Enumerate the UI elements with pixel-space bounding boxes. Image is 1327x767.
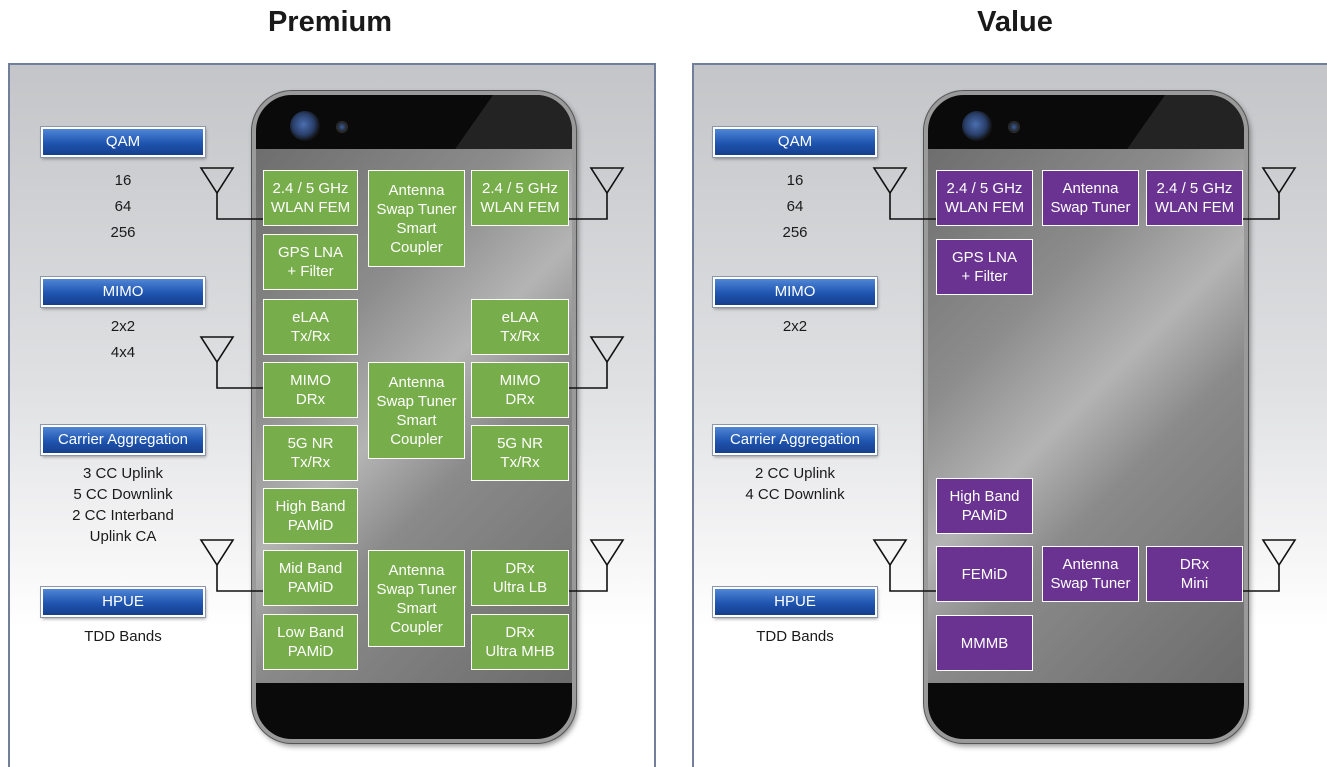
- value-gps-lna: GPS LNA + Filter: [936, 239, 1033, 295]
- value-title: Value: [977, 6, 1053, 38]
- premium-wlan-fem-right: 2.4 / 5 GHz WLAN FEM: [471, 170, 569, 226]
- premium-gps-lna: GPS LNA + Filter: [263, 234, 358, 290]
- value-hpue-values: TDD Bands: [756, 628, 834, 645]
- premium-wlan-fem-left: 2.4 / 5 GHz WLAN FEM: [263, 170, 358, 226]
- value-mmmb: MMMB: [936, 615, 1033, 671]
- value-wlan-fem-right: 2.4 / 5 GHz WLAN FEM: [1146, 170, 1243, 226]
- value-wlan-fem-left: 2.4 / 5 GHz WLAN FEM: [936, 170, 1033, 226]
- premium-ca-badge: Carrier Aggregation: [41, 425, 205, 455]
- premium-qam-values: 16 64 256: [110, 172, 136, 241]
- premium-mimo-badge: MIMO: [41, 277, 205, 307]
- value-mimo-badge: MIMO: [713, 277, 877, 307]
- front-sensor-icon: [1008, 121, 1020, 133]
- premium-mimo-drx-right: MIMO DRx: [471, 362, 569, 418]
- premium-elaa-right: eLAA Tx/Rx: [471, 299, 569, 355]
- premium-drx-ultra-lb: DRx Ultra LB: [471, 550, 569, 606]
- premium-title: Premium: [267, 6, 393, 38]
- premium-5g-nr-right: 5G NR Tx/Rx: [471, 425, 569, 481]
- premium-qam-badge: QAM: [41, 127, 205, 157]
- value-femid: FEMiD: [936, 546, 1033, 602]
- value-qam-badge: QAM: [713, 127, 877, 157]
- camera-lens-icon: [962, 111, 992, 141]
- premium-mid-band-pamid: Mid Band PAMiD: [263, 550, 358, 606]
- value-high-band-pamid: High Band PAMiD: [936, 478, 1033, 534]
- value-ca-badge: Carrier Aggregation: [713, 425, 877, 455]
- value-antenna-tuner-top: Antenna Swap Tuner: [1042, 170, 1139, 226]
- value-drx-mini: DRx Mini: [1146, 546, 1243, 602]
- value-ca-values: 2 CC Uplink 4 CC Downlink: [745, 465, 845, 503]
- premium-high-band-pamid: High Band PAMiD: [263, 488, 358, 544]
- value-antenna-tuner-bottom: Antenna Swap Tuner: [1042, 546, 1139, 602]
- premium-mimo-values: 2x2 4x4: [110, 318, 136, 361]
- premium-antenna-tuner-top: Antenna Swap Tuner Smart Coupler: [368, 170, 465, 267]
- premium-mimo-drx-left: MIMO DRx: [263, 362, 358, 418]
- premium-antenna-tuner-bottom: Antenna Swap Tuner Smart Coupler: [368, 550, 465, 647]
- value-hpue-badge: HPUE: [713, 587, 877, 617]
- premium-antenna-tuner-mid: Antenna Swap Tuner Smart Coupler: [368, 362, 465, 459]
- value-qam-values: 16 64 256: [782, 172, 808, 241]
- camera-lens-icon: [290, 111, 320, 141]
- premium-5g-nr-left: 5G NR Tx/Rx: [263, 425, 358, 481]
- value-screen: [928, 149, 1244, 683]
- premium-low-band-pamid: Low Band PAMiD: [263, 614, 358, 670]
- premium-elaa-left: eLAA Tx/Rx: [263, 299, 358, 355]
- value-mimo-values: 2x2: [782, 318, 808, 335]
- premium-hpue-badge: HPUE: [41, 587, 205, 617]
- premium-hpue-values: TDD Bands: [84, 628, 162, 645]
- premium-drx-ultra-mhb: DRx Ultra MHB: [471, 614, 569, 670]
- premium-ca-values: 3 CC Uplink 5 CC Downlink 2 CC Interband…: [72, 465, 174, 545]
- front-sensor-icon: [336, 121, 348, 133]
